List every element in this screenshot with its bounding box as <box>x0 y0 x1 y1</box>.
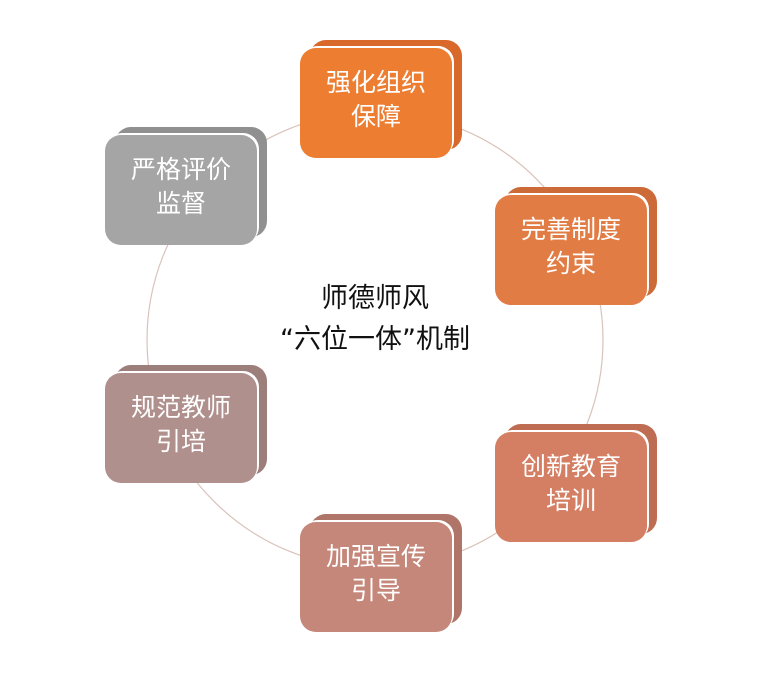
node-label-line2: 培训 <box>546 486 596 515</box>
node-label-line2: 监督 <box>156 189 206 218</box>
node-label-line2: 引培 <box>156 427 206 456</box>
node-label-line1: 完善制度 <box>521 215 621 244</box>
node-label-line1: 强化组织 <box>326 68 426 97</box>
node-box <box>300 48 452 158</box>
node-label-line2: 引导 <box>351 576 401 605</box>
center-title-line1: 师德师风 <box>321 283 429 314</box>
node-label-line2: 保障 <box>351 102 401 131</box>
node-box <box>495 432 647 542</box>
node-box <box>105 135 257 245</box>
node-box <box>105 373 257 483</box>
center-title-line2: “六位一体”机制 <box>280 324 470 355</box>
node-label-line2: 约束 <box>546 249 596 278</box>
node-label-line1: 规范教师 <box>131 393 231 422</box>
node-label-line1: 加强宣传 <box>326 542 426 571</box>
node-label-line1: 严格评价 <box>131 155 231 184</box>
node-label-line1: 创新教育 <box>521 452 621 481</box>
node-box <box>300 522 452 632</box>
node-box <box>495 195 647 305</box>
